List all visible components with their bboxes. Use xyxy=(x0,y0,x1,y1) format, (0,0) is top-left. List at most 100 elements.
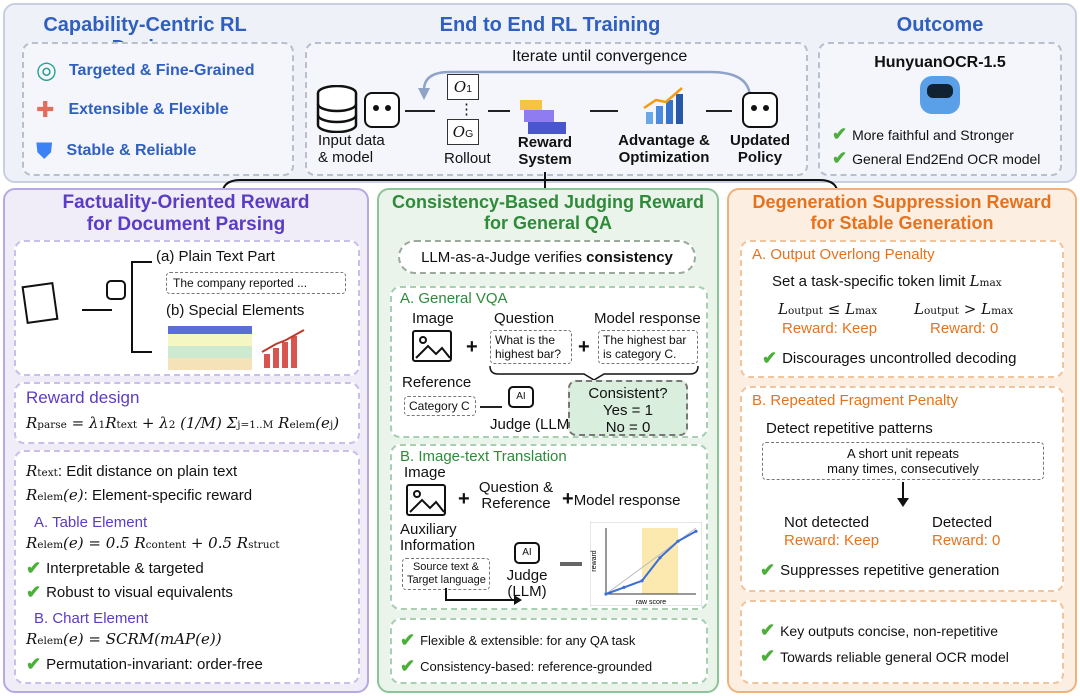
podium-icon xyxy=(520,90,568,136)
right-title-line: for Stable Generation xyxy=(810,213,994,233)
iterate-loop xyxy=(418,70,752,100)
cond-keep: Loutput ≤ Lmax xyxy=(778,300,878,318)
arrow xyxy=(590,110,618,112)
chart-item: Permutation-invariant: order-free xyxy=(46,656,263,673)
o1-sub: 1 xyxy=(466,83,473,95)
repeat-box: B. Repeated Fragment Penalty Detect repe… xyxy=(740,386,1064,592)
check-icon: ✔ xyxy=(760,560,776,580)
outcome-item: More faithful and Stronger xyxy=(852,126,1014,143)
mid-bottom-item: Flexible & extensible: for any QA task xyxy=(420,633,636,648)
mid-title-line: for General QA xyxy=(483,213,613,233)
advantage-label: Advantage & Optimization xyxy=(618,132,710,166)
target-icon: ◎ xyxy=(36,57,57,84)
plus: + xyxy=(578,336,590,358)
database-icon xyxy=(316,84,358,134)
keep-label: Reward: Keep xyxy=(784,532,880,549)
question-ref-label: Question & Reference xyxy=(478,479,554,512)
e2e-title: End to End RL Training xyxy=(439,14,661,36)
plot-highlight xyxy=(642,528,678,594)
right-bottom-item: Key outputs concise, non-repetitive xyxy=(780,622,998,639)
arrow xyxy=(560,562,582,566)
plot-point xyxy=(658,556,662,560)
iterate-label: Iterate until convergence xyxy=(512,48,688,65)
check-icon: ✔ xyxy=(26,654,42,674)
mid-title-line: Consistency-Based Judging Reward xyxy=(391,192,705,212)
yes-label: Yes = 1 xyxy=(603,402,653,419)
plain-sample: The company reported ... xyxy=(166,272,346,294)
plus: + xyxy=(458,488,470,510)
plot-point xyxy=(604,592,608,596)
og-box: OG xyxy=(447,119,479,145)
plot-line xyxy=(605,530,697,595)
right-title-line: Degeneration Suppression Reward xyxy=(752,192,1052,212)
vqa-title: A. General VQA xyxy=(400,290,508,307)
left-title-line: for Document Parsing xyxy=(86,214,286,235)
trans-box: B. Image-text Translation Image + Questi… xyxy=(390,444,708,610)
mid-bottom-box: ✔Flexible & extensible: for any QA task … xyxy=(390,618,708,684)
repeat-sample: A short unit repeats many times, consecu… xyxy=(762,442,1044,480)
zero-label: Reward: 0 xyxy=(930,320,999,337)
puzzle-icon: ✚ xyxy=(36,97,55,122)
document-icon xyxy=(21,281,59,325)
aux-label: Auxiliary Information xyxy=(400,521,476,554)
overlong-desc: Set a task-specific token limit Lmax xyxy=(772,272,1002,290)
right-bottom-box: ✔Key outputs concise, non-repetitive ✔To… xyxy=(740,600,1064,684)
reward-system-label: Reward System xyxy=(517,134,573,168)
branch-arrows xyxy=(82,261,152,353)
e2e-box xyxy=(305,42,808,176)
shield-icon: ⛊ xyxy=(36,138,53,163)
mid-bottom-item: Consistency-based: reference-grounded xyxy=(420,659,653,674)
defs-box: Rtext: Edit distance on plain text Relem… xyxy=(14,450,360,684)
reference-label: Reference xyxy=(402,374,472,391)
repeat-item: Suppresses repetitive generation xyxy=(780,562,1000,579)
table-thumb xyxy=(168,326,252,370)
image-label: Image xyxy=(412,310,454,327)
robot-avatar-icon xyxy=(920,76,960,114)
outcome-box: HunyuanOCR-1.5 ✔More faithful and Strong… xyxy=(818,42,1062,176)
robot-icon xyxy=(742,92,778,128)
chart-title: B. Chart Element xyxy=(34,610,149,627)
no-label: No = 0 xyxy=(605,419,651,436)
o1-var: O xyxy=(453,78,467,96)
overlong-box: A. Output Overlong Penalty Set a task-sp… xyxy=(740,240,1064,378)
aux-text: Source text & Target language xyxy=(402,558,490,590)
detected-label: Detected xyxy=(932,514,993,531)
table-formula: Relem(e) = 0.5 Rcontent + 0.5 Rstruct xyxy=(26,534,280,552)
overlong-item: Discourages uncontrolled decoding xyxy=(782,350,1017,367)
rollout-label: Rollout xyxy=(444,150,491,167)
arrow xyxy=(405,110,435,112)
reward-design-title: Reward design xyxy=(26,388,140,407)
outcome-title: Outcome xyxy=(896,14,984,36)
judge-banner-text: LLM-as-a-Judge verifies xyxy=(421,249,587,266)
model-response-text: Model response xyxy=(573,492,681,509)
merge-brace xyxy=(489,365,699,380)
plain-label: (a) Plain Text Part xyxy=(156,248,275,265)
check-icon: ✔ xyxy=(760,620,776,640)
og-sub: G xyxy=(465,128,474,140)
question-label: Question xyxy=(494,310,555,327)
check-icon: ✔ xyxy=(400,656,416,676)
judge-banner-bold: consistency xyxy=(586,249,673,266)
parse-formula: Rparse = λ1Rtext + λ2 (1/M) Σj=1..M Rele… xyxy=(26,414,340,432)
vqa-box: A. General VQA Image + Question What is … xyxy=(390,286,708,438)
updated-label: Updated Policy xyxy=(730,132,790,166)
cond-zero: Loutput > Lmax xyxy=(914,300,1014,318)
image-icon xyxy=(406,484,446,516)
chart-formula: Relem(e) = SCRM(mAP(e)) xyxy=(26,630,222,648)
chart-thumb xyxy=(261,329,305,368)
input-label: Input data & model xyxy=(318,132,385,166)
og-var: O xyxy=(452,123,466,141)
check-icon: ✔ xyxy=(26,582,42,602)
robot-icon xyxy=(364,92,400,128)
arrow xyxy=(706,110,732,112)
ai-judge-icon: AI xyxy=(514,542,540,564)
vdots: ⋮ xyxy=(459,101,474,118)
image-label: Image xyxy=(404,464,446,481)
arrow xyxy=(480,406,502,408)
robot-icon xyxy=(106,280,126,300)
check-icon: ✔ xyxy=(760,646,776,666)
